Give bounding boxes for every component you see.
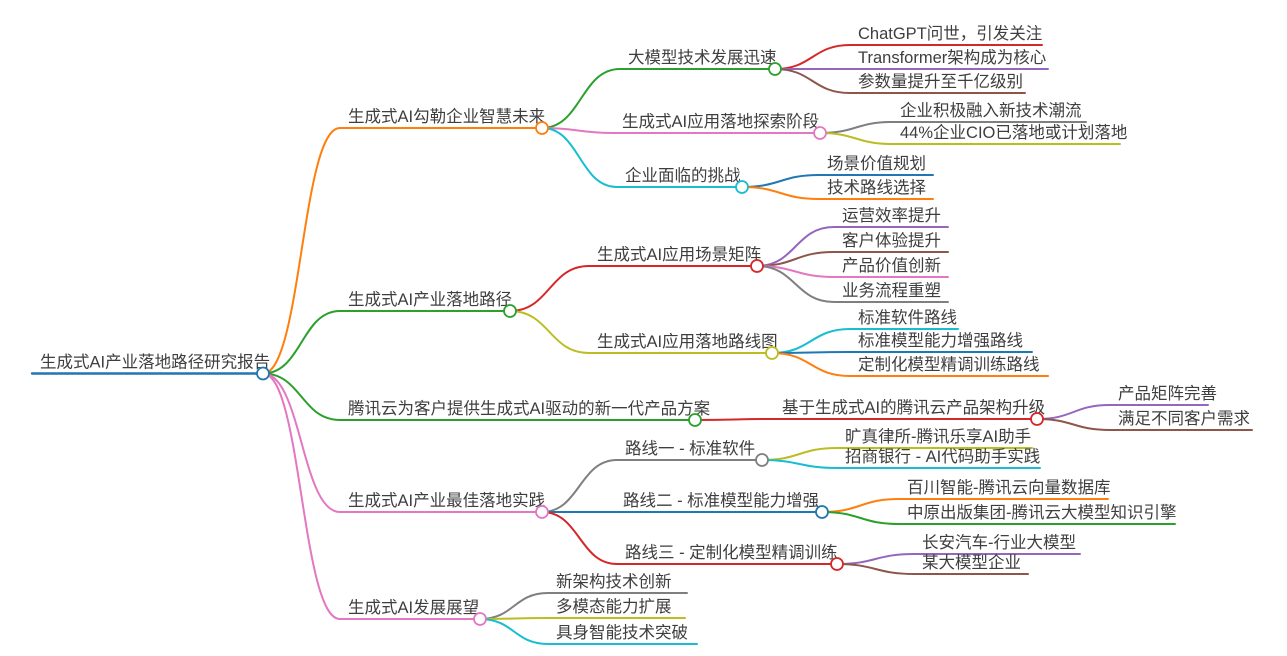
mindmap-branch-link: [694, 418, 1038, 421]
mindmap-node-label: 参数量提升至千亿级别: [858, 72, 1023, 91]
mindmap-branch-link: [756, 226, 949, 267]
mindmap-branch-link: [771, 328, 959, 354]
mindmap-branch-link: [509, 265, 758, 312]
mindmap-branch-link: [836, 563, 1029, 575]
mindmap-node-label: 生成式AI产业落地路径: [348, 290, 512, 309]
mindmap-branch-link: [771, 351, 1033, 354]
mindmap-node-label: Transformer架构成为核心: [858, 48, 1046, 67]
node-collapse-toggle-circle[interactable]: [688, 413, 702, 427]
mindmap-branch-link: [262, 310, 511, 375]
node-collapse-toggle-circle[interactable]: [755, 453, 769, 467]
mindmap-branch-link: [479, 592, 688, 620]
mindmap-branch-link: [509, 310, 773, 354]
mindmap-branch-link: [479, 618, 698, 645]
node-collapse-toggle-circle[interactable]: [535, 121, 549, 135]
node-collapse-toggle-circle[interactable]: [830, 557, 844, 571]
node-collapse-toggle-circle[interactable]: [503, 304, 517, 318]
mindmap-branch-link: [541, 127, 821, 134]
mindmap-node-label: 标准软件路线: [858, 308, 957, 327]
node-collapse-toggle-circle[interactable]: [535, 505, 549, 519]
mindmap-node-label: 企业积极融入新技术潮流: [900, 101, 1082, 120]
mindmap-branch-link: [1036, 418, 1253, 431]
mindmap-node-label: 旷真律所-腾讯乐享AI助手: [845, 427, 1031, 446]
mindmap-branch-link: [541, 459, 763, 513]
mindmap-node-label: 运营效率提升: [842, 206, 941, 225]
mindmap-node-label: 某大模型企业: [922, 553, 1021, 572]
mindmap-node-label: 长安汽车-行业大模型: [922, 533, 1076, 552]
mindmap-node-label: 技术路线选择: [827, 178, 927, 197]
mindmap-node-label: 生成式AI应用落地探索阶段: [622, 112, 819, 131]
mindmap-node-label: 生成式AI发展展望: [348, 598, 479, 617]
node-collapse-toggle-circle[interactable]: [815, 505, 829, 519]
mindmap-node-label: 路线二 - 标准模型能力增强: [623, 491, 819, 510]
mindmap-node-label: 多模态能力扩展: [556, 597, 672, 616]
mindmap-node-label: 中原出版集团-腾讯云大模型知识引擎: [907, 503, 1177, 522]
mindmap-node-label: 新架构技术创新: [556, 572, 672, 591]
mindmap-branch-link: [262, 372, 696, 421]
mindmap-branch-link: [541, 511, 838, 565]
mindmap-branch-link: [262, 372, 481, 620]
mindmap-branch-link: [821, 511, 1176, 525]
mindmap-node-label: 具身智能技术突破: [556, 623, 688, 642]
mindmap-branch-link: [771, 352, 1049, 377]
node-collapse-toggle-circle[interactable]: [768, 62, 782, 76]
mindmap-node-label: 企业面临的挑战: [625, 166, 741, 185]
mindmap-branch-link: [262, 372, 543, 513]
mindmap-branch-link: [761, 459, 1041, 469]
mindmap-branch-link: [756, 265, 949, 303]
mindmap-branch-link: [479, 617, 686, 620]
mindmap-branch-link: [774, 68, 1026, 94]
node-collapse-toggle-circle[interactable]: [256, 366, 270, 381]
mindmap-node-label: 路线三 - 定制化模型精调训练: [625, 543, 838, 562]
node-collapse-toggle-circle[interactable]: [1030, 412, 1044, 426]
node-collapse-toggle-circle[interactable]: [765, 346, 779, 360]
node-collapse-toggle-circle[interactable]: [813, 126, 827, 140]
mindmap-node-label: 腾讯云为客户提供生成式AI驱动的新一代产品方案: [348, 399, 711, 418]
mindmap-node-label: 客户体验提升: [842, 231, 941, 250]
mindmap-node-label: 满足不同客户需求: [1118, 409, 1250, 428]
node-collapse-toggle-circle[interactable]: [750, 259, 764, 273]
mindmap-node-label: 定制化模型精调训练路线: [858, 355, 1040, 374]
node-collapse-toggle-circle[interactable]: [473, 612, 487, 626]
mindmap-node-label: ChatGPT问世，引发关注: [858, 24, 1042, 43]
mindmap-branch-link: [819, 132, 1121, 145]
mindmap-node-label: 标准模型能力增强路线: [858, 331, 1023, 350]
mindmap-node-label: 生成式AI勾勒企业智慧未来: [348, 107, 545, 126]
mindmap-node-label: 招商银行 - AI代码助手实践: [845, 447, 1040, 466]
mindmap-node-label: 产品矩阵完善: [1118, 384, 1217, 403]
mindmap-branch-link: [741, 186, 934, 200]
mindmap-node-label: 生成式AI应用场景矩阵: [597, 245, 761, 264]
mindmap-node-label: 大模型技术发展迅速: [628, 48, 777, 67]
mindmap-branch-link: [541, 127, 743, 188]
mindmap-node-label: 生成式AI产业最佳落地实践: [348, 491, 545, 510]
mindmap-node-label: 路线一 - 标准软件: [625, 439, 755, 458]
mindmap-node-label: 44%企业CIO已落地或计划落地: [900, 123, 1127, 142]
mindmap-node-label: 生成式AI应用落地路线图: [597, 332, 778, 351]
mindmap-node-label: 场景价值规划: [827, 154, 926, 173]
mindmap-node-label: 产品价值创新: [842, 256, 941, 275]
node-collapse-toggle-circle[interactable]: [735, 180, 749, 194]
mindmap-branch-link: [541, 68, 776, 129]
mindmap-node-label: 业务流程重塑: [842, 281, 941, 300]
root-node-label: 生成式AI产业落地路径研究报告: [40, 353, 270, 372]
mindmap-node-label: 百川智能-腾讯云向量数据库: [907, 478, 1111, 497]
mindmap-node-label: 基于生成式AI的腾讯云产品架构升级: [782, 398, 1045, 417]
mindmap-branch-link: [262, 127, 543, 375]
